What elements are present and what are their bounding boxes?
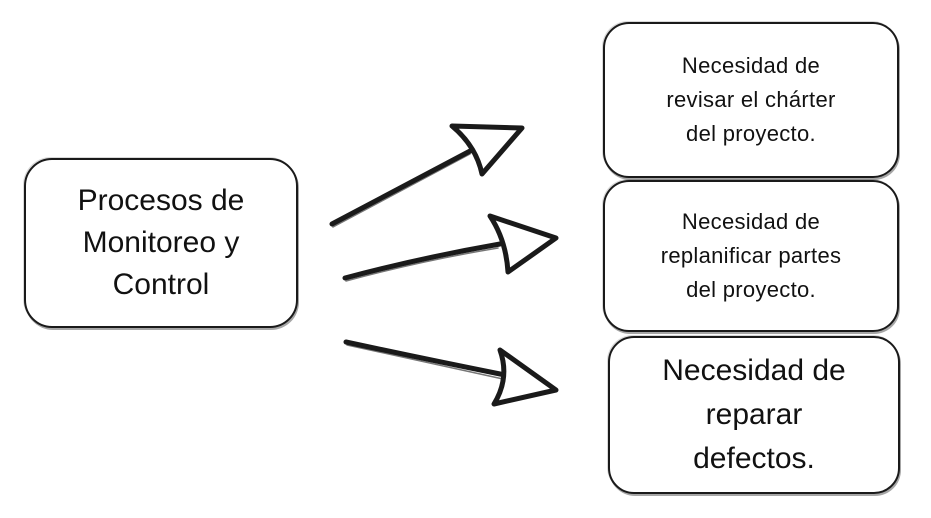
target-label-replanificar: Necesidad de replanificar partes del pro… — [660, 209, 842, 302]
arrow-to-replanificar — [342, 213, 559, 282]
target-label-revisar-charter: Necesidad de revisar el chárter del proy… — [666, 53, 836, 146]
arrow-to-reparar-defectos — [343, 339, 559, 407]
target-box-replanificar: Necesidad de replanificar partes del pro… — [603, 180, 899, 332]
target-box-reparar-defectos: Necesidad de reparar defectos. — [608, 336, 900, 494]
target-box-revisar-charter: Necesidad de revisar el chárter del proy… — [603, 22, 899, 178]
source-box-monitoreo-control: Procesos de Monitoreo y Control — [24, 158, 298, 328]
target-label-reparar-defectos: Necesidad de reparar defectos. — [662, 354, 846, 475]
source-label: Procesos de Monitoreo y Control — [77, 184, 245, 301]
arrow-to-revisar-charter — [329, 123, 525, 228]
